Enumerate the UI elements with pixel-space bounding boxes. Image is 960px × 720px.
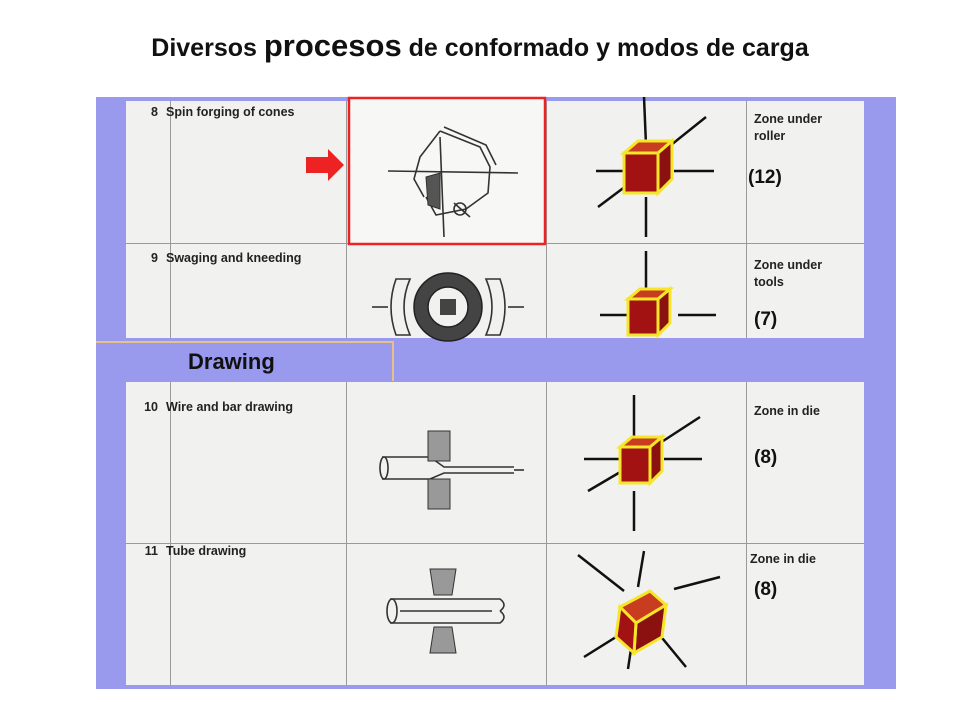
row-9-zone: Zone under tools bbox=[754, 258, 823, 289]
highlight-box bbox=[347, 96, 547, 246]
row-11-number: 11 bbox=[144, 544, 158, 558]
row-8-label: 8 Spin forging of cones bbox=[136, 105, 294, 119]
column-divider bbox=[546, 101, 547, 685]
row-10-label: 10 Wire and bar drawing bbox=[136, 400, 293, 414]
slide-title: Diversos procesos de conformado y modos … bbox=[0, 28, 960, 64]
section-tab bbox=[96, 341, 394, 381]
row-9-label: 9 Swaging and kneeding bbox=[136, 251, 301, 265]
row-9-code: (7) bbox=[754, 309, 778, 330]
row-10-number: 10 bbox=[144, 400, 158, 414]
spin-forging-sketch bbox=[347, 96, 547, 246]
row-8-number: 8 bbox=[151, 105, 158, 119]
row-11-zone: Zone in die bbox=[750, 552, 816, 566]
row-10-zone: Zone in die bbox=[754, 404, 820, 418]
column-divider bbox=[346, 101, 347, 685]
wire-drawing-sketch bbox=[379, 430, 524, 510]
row-8-name: Spin forging of cones bbox=[166, 105, 295, 119]
row-9-name: Swaging and kneeding bbox=[166, 251, 302, 265]
row-9-number: 9 bbox=[151, 251, 158, 265]
swaging-sketch bbox=[372, 272, 524, 342]
figure-frame: 8 Spin forging of cones Zone under roller… bbox=[96, 96, 896, 689]
row-11-label: 11 Tube drawing bbox=[136, 544, 247, 558]
row-8-zone: Zone under roller bbox=[754, 112, 823, 143]
column-divider bbox=[170, 101, 171, 685]
row-11-name: Tube drawing bbox=[166, 544, 247, 558]
tube-drawing-sketch bbox=[386, 568, 505, 654]
stress-cube-row-8 bbox=[596, 96, 714, 237]
highlight-arrow-icon bbox=[306, 149, 344, 181]
title-part-1: Diversos bbox=[151, 34, 264, 62]
title-part-2: procesos bbox=[263, 28, 402, 63]
stress-cube-row-11 bbox=[577, 550, 721, 670]
title-part-3: de conformado y modos de carga bbox=[401, 34, 809, 62]
stress-cube-row-9 bbox=[600, 251, 716, 339]
row-10-code: (8) bbox=[754, 447, 778, 468]
row-8-code: (12) bbox=[748, 167, 782, 188]
row-10-name: Wire and bar drawing bbox=[166, 400, 293, 414]
row-11-code: (8) bbox=[754, 579, 778, 600]
section-label-drawing: Drawing bbox=[188, 349, 275, 374]
column-divider bbox=[746, 101, 747, 685]
row-divider bbox=[126, 543, 864, 544]
stress-cube-row-10 bbox=[584, 395, 702, 531]
